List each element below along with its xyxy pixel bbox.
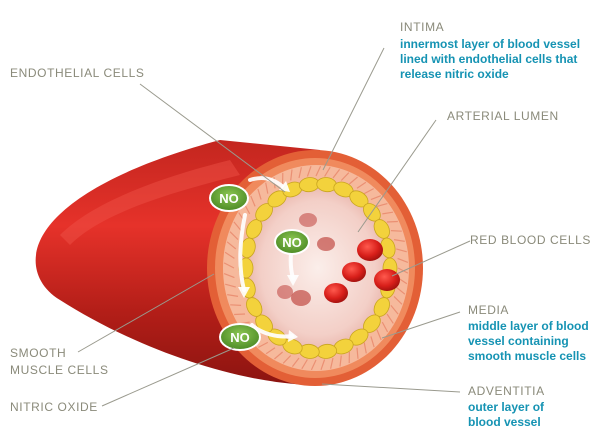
leader-endothelial — [139, 83, 286, 193]
muscle-striation — [229, 231, 239, 241]
muscle-striation — [274, 351, 283, 360]
muscle-striation — [376, 203, 388, 207]
muscle-striation — [310, 359, 317, 371]
muscle-striation — [370, 336, 375, 348]
muscle-striation — [330, 357, 334, 369]
muscle-striation — [226, 241, 237, 250]
muscle-striation — [386, 313, 394, 324]
red-blood-cell — [317, 237, 335, 251]
muscle-striation — [258, 341, 269, 348]
muscle-striation — [298, 167, 302, 179]
intima-description-1: innermost layer of blood vessel — [400, 37, 581, 51]
muscle-striation — [306, 166, 312, 177]
arterial-lumen — [250, 188, 386, 348]
svg-text:NO: NO — [282, 235, 302, 250]
muscle-striation — [265, 182, 269, 194]
label-nitric-oxide: NITRIC OXIDE — [10, 400, 98, 414]
muscle-striation — [370, 195, 382, 201]
muscle-striation — [363, 188, 374, 195]
muscle-striation — [397, 257, 409, 263]
label-intima: INTIMA — [400, 20, 445, 34]
muscle-striation — [356, 347, 359, 359]
media-description-1: middle layer of blood — [468, 319, 589, 333]
label-media: MEDIA — [468, 303, 510, 317]
red-blood-cell — [277, 285, 293, 299]
muscle-striation — [224, 251, 235, 259]
muscle-striation — [376, 329, 382, 341]
muscle-striation — [282, 355, 292, 364]
muscle-striation — [363, 342, 367, 354]
intima-description-2: lined with endothelial cells that — [400, 52, 578, 66]
muscle-striation — [225, 283, 236, 288]
muscle-striation — [393, 295, 403, 305]
leader-intima — [322, 47, 385, 171]
muscle-striation — [396, 248, 407, 253]
muscle-striation — [227, 294, 239, 297]
label-smooth-muscle-1: SMOOTH — [10, 346, 67, 360]
muscle-striation — [332, 169, 341, 179]
muscle-striation — [250, 195, 256, 207]
red-blood-cell — [324, 283, 348, 303]
muscle-striation — [390, 230, 402, 232]
red-blood-cell — [357, 239, 383, 261]
muscle-striation — [257, 188, 262, 200]
label-endothelial-cells: ENDOTHELIAL CELLS — [10, 66, 145, 80]
muscle-striation — [395, 286, 406, 295]
muscle-striation — [349, 176, 358, 185]
muscle-striation — [386, 220, 398, 223]
muscle-striation — [234, 313, 246, 316]
muscle-striation — [381, 321, 389, 333]
vessel-tube-highlight — [60, 160, 240, 245]
muscle-striation — [265, 347, 276, 355]
muscle-striation — [339, 355, 342, 367]
leader-media — [381, 311, 461, 339]
label-smooth-muscle-2: MUSCLE CELLS — [10, 363, 109, 377]
media-description-3: smooth muscle cells — [468, 349, 587, 363]
red-blood-cell — [291, 290, 311, 306]
muscle-striation — [230, 304, 242, 306]
label-red-blood-cells: RED BLOOD CELLS — [470, 233, 592, 247]
intima-description-3: release nitric oxide — [400, 67, 509, 81]
adventitia-description-2: blood vessel — [468, 415, 541, 429]
muscle-striation — [290, 169, 293, 181]
muscle-striation — [301, 359, 308, 370]
media-description-2: vessel containing — [468, 334, 569, 348]
adventitia-description-1: outer layer of — [468, 400, 545, 414]
red-blood-cells — [277, 213, 400, 306]
no-badge: NO — [274, 229, 310, 255]
label-arterial-lumen: ARTERIAL LUMEN — [447, 109, 559, 123]
leader-arterial-lumen — [357, 119, 437, 233]
leader-nitric-oxide — [101, 347, 235, 407]
muscle-striation — [320, 359, 326, 370]
leader-lines — [77, 47, 471, 407]
muscle-striation — [324, 166, 331, 177]
muscle-striation — [390, 305, 399, 315]
leader-adventitia — [321, 383, 461, 393]
leader-red-blood-cells — [391, 240, 471, 277]
muscle-striation — [340, 172, 350, 181]
muscle-striation — [223, 273, 235, 279]
muscle-striation — [393, 239, 405, 242]
svg-text:NO: NO — [230, 330, 250, 345]
muscle-striation — [291, 357, 300, 367]
muscle-striation — [315, 165, 322, 177]
muscle-striation — [223, 262, 235, 269]
muscle-striation — [356, 181, 367, 189]
smooth-muscle-striations — [223, 165, 409, 371]
red-blood-cell — [342, 262, 366, 282]
svg-text:NO: NO — [219, 191, 239, 206]
leader-smooth-muscle — [77, 273, 215, 353]
muscle-striation — [233, 221, 242, 231]
muscle-striation — [382, 211, 394, 215]
red-blood-cell — [299, 213, 317, 227]
no-badge: NO — [219, 323, 261, 351]
no-badge: NO — [209, 184, 249, 212]
label-adventitia: ADVENTITIA — [468, 384, 545, 398]
red-blood-cell — [374, 269, 400, 291]
